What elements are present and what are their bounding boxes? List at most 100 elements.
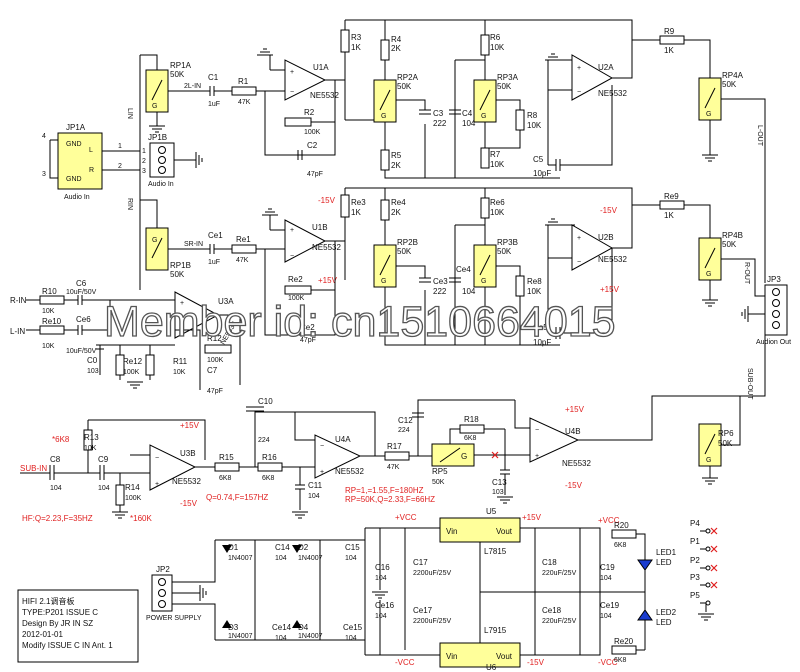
rp3b-g: G [481,278,486,285]
r15-ref: R15 [219,453,234,462]
r8 [515,109,525,131]
r20-val: 6K8 [614,542,627,549]
ce1-ref: Ce1 [208,231,223,240]
re20-val: 6K8 [614,657,627,664]
rp4b-val: 50K [722,240,737,249]
c16e-val: 104 [375,613,387,620]
c12-ref: C12 [398,416,413,425]
u3a-opamp [174,291,220,339]
r2-val: 100K [304,129,321,136]
u1a-minus: − [290,89,294,96]
r7-val: 10K [490,160,505,169]
r5-val: 2K [391,161,401,170]
title-line4: 2012-01-01 [22,630,63,639]
title-line2: TYPE:P201 ISSUE C [22,608,98,617]
rp6-g: G [706,457,711,464]
c3-val: 222 [433,119,447,128]
watermark: Member id: cn1510664015 [104,298,616,346]
d3-ref: D3 [228,623,239,632]
led1-ref: LED1 [656,548,677,557]
re10-ref: Re10 [42,317,62,326]
re20-ref: Re20 [614,637,634,646]
ce6-val: 10uF/50V [66,348,97,355]
c19e-val: 104 [600,613,612,620]
r8-ref: R8 [527,111,538,120]
r3 [340,29,350,53]
p5-label: P5 [690,591,700,600]
r10-val: 10K [42,308,55,315]
net-lin: LIN [126,108,133,119]
r5 [380,149,390,171]
re6 [480,197,490,219]
u5-ref: U5 [486,507,497,516]
u2b-opamp [571,224,614,271]
net-sub-out: SUB-OUT [746,368,753,400]
c15-ref: C15 [345,543,360,552]
c12-val: 224 [398,427,410,434]
c2-val: 47pF [307,171,323,178]
c18-val: 220uF/25V [542,570,577,577]
r3-val: 1K [351,43,361,52]
power-supply: JP2 POWER SUPPLY D1 1N4007 D2 1N4007 D3 … [146,507,718,672]
net-sr-in: SR-IN [184,241,203,248]
u4b-plus: + [535,453,539,460]
jp1a-ref: JP1A [66,123,86,132]
c17e-ref: Ce17 [413,606,433,615]
re12 [115,354,125,376]
title-line5: Modify ISSUE C IN Ant. 1 [22,641,113,650]
note-hf: HF:Q=2.23,F=35HZ [22,514,93,523]
c14-val: 104 [275,555,287,562]
net-l-in: L-IN [10,327,25,336]
r7-ref: R7 [490,150,501,159]
left-channel: JP1A GND L R GND Audio In 4 3 1 2 JP1B A… [42,19,766,290]
c7-val: 47pF [207,388,223,395]
re3-ref: Re3 [351,198,366,207]
c4-ref: C4 [462,109,473,118]
re3 [340,194,350,218]
u3b-minus: − [155,455,159,462]
pwr-neg15: -15V [527,658,545,667]
jp3-caption: Audion Out [756,339,791,346]
r9-val: 1K [664,46,674,55]
re10 [39,325,65,335]
rp2b-g: G [381,278,386,285]
ce1-val: 1uF [208,259,220,266]
u1b-part: NE5532 [312,243,341,252]
jp1b-p1: 1 [142,148,146,155]
note-6k8: *6K8 [52,435,70,444]
u6-part: L7915 [484,626,507,635]
u3a-ref: U3A [218,297,234,306]
c19-ref: C19 [600,563,615,572]
rp5-pot[interactable] [431,443,475,467]
jp1a-r: R [89,167,94,174]
u1a-plus: + [290,69,294,76]
pwr-vcc-pos: +VCC [395,513,417,522]
r10 [39,295,65,305]
r13-val: 10K [84,445,97,452]
u4b-neg15: -15V [565,481,583,490]
c15e-val: 104 [345,635,357,642]
u2b-pos15: +15V [600,285,620,294]
d1-ref: D1 [228,543,239,552]
u6-vin: Vin [446,652,457,661]
c13-val: 103 [492,489,504,496]
r9-ref: R9 [664,27,675,36]
u4b-ref: U4B [565,427,581,436]
r11-val: 10K [173,369,186,376]
c16-val: 104 [375,575,387,582]
r1-val: 47K [238,99,251,106]
re9 [659,200,685,210]
net-2l-in: 2L-IN [184,83,201,90]
u2a-opamp [571,54,614,101]
d1-val: 1N4007 [228,555,253,562]
re4 [380,199,390,221]
rp4a-g: G [706,111,711,118]
u2a-minus: − [577,89,581,96]
u2b-ref: U2B [598,233,614,242]
u5-part: L7815 [484,547,507,556]
rp3a-ref: RP3A [497,73,519,82]
r15 [214,462,240,472]
re1-val: 47K [236,257,249,264]
jp1a-connector [57,132,103,190]
rp4b-ref: RP4B [722,231,743,240]
